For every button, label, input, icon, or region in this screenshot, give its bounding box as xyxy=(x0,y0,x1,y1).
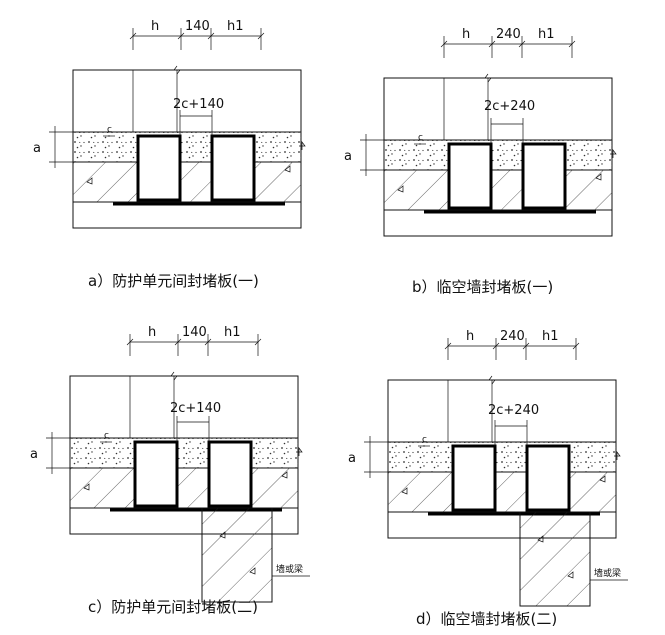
beam-label: 墙或梁 xyxy=(276,563,303,575)
dim-h: h xyxy=(148,325,156,340)
gap-label: 2c+240 xyxy=(484,99,535,114)
side-a-label: a xyxy=(30,447,38,462)
gap-label: 2c+140 xyxy=(173,97,224,112)
panel-c: h 140 h1 2c+140 a c 墙或梁 xyxy=(30,325,311,603)
side-c-label: c xyxy=(104,431,109,441)
dim-mid: 140 xyxy=(185,19,210,34)
dim-h: h xyxy=(466,329,474,344)
side-c-label: c xyxy=(107,125,112,135)
dim-h1: h1 xyxy=(227,19,244,34)
dim-mid: 240 xyxy=(500,329,525,344)
side-c-label: c xyxy=(422,435,427,445)
gap-label: 2c+240 xyxy=(488,403,539,418)
caption-b: b）临空墙封堵板(一) xyxy=(412,278,553,296)
dim-h: h xyxy=(462,27,470,42)
side-a-label: a xyxy=(33,141,41,156)
dim-mid: 140 xyxy=(182,325,207,340)
gap-label: 2c+140 xyxy=(170,401,221,416)
panel-d: h 240 h1 2c+240 a c 墙或梁 xyxy=(348,329,629,607)
caption-c: c）防护单元间封堵板(二) xyxy=(88,598,258,616)
panel-a: h 140 h1 2c+140 a c xyxy=(33,19,307,230)
side-a-label: a xyxy=(348,451,356,466)
side-a-label: a xyxy=(344,149,352,164)
side-c-label: c xyxy=(418,133,423,143)
caption-d: d）临空墙封堵板(二) xyxy=(416,610,557,628)
dim-h1: h1 xyxy=(224,325,241,340)
dim-h: h xyxy=(151,19,159,34)
panel-b: h 240 h1 2c+240 a c xyxy=(344,27,618,238)
dim-h1: h1 xyxy=(542,329,559,344)
beam-label: 墙或梁 xyxy=(594,567,621,579)
dim-mid: 240 xyxy=(496,27,521,42)
dim-h1: h1 xyxy=(538,27,555,42)
caption-a: a）防护单元间封堵板(一) xyxy=(88,272,259,290)
